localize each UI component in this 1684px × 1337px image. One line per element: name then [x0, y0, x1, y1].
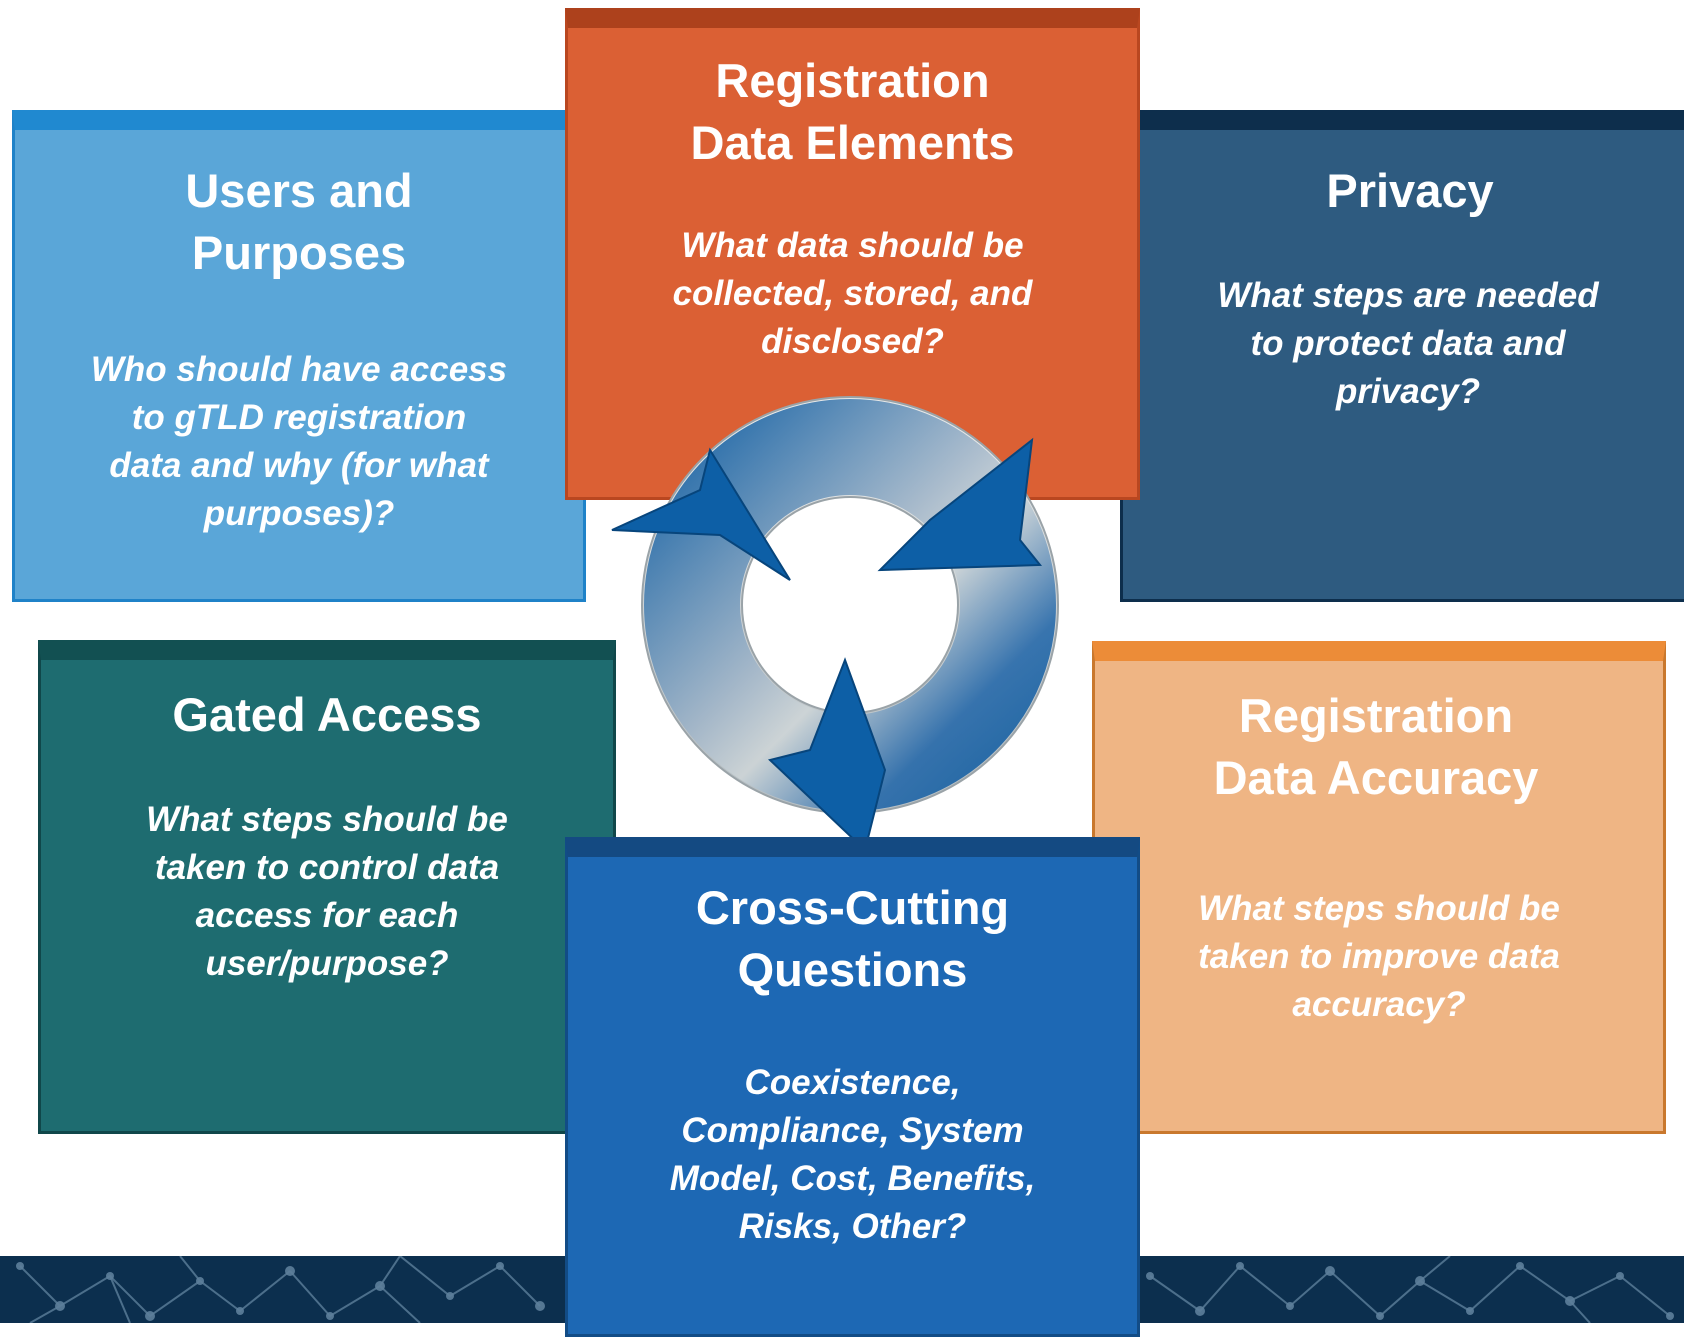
box-title: Cross-Cutting Questions [695, 881, 1010, 996]
box-title: Registration Data Accuracy [1213, 689, 1539, 804]
box-question: Who should have access to gTLD registrat… [90, 350, 508, 533]
box-question: What steps are needed to protect data an… [1217, 276, 1599, 411]
network-pattern [16, 1256, 1674, 1323]
box-question: What steps should be taken to improve da… [1198, 889, 1560, 1024]
box-question: What data should be collected, stored, a… [672, 226, 1033, 361]
box-title: Privacy [1326, 164, 1494, 217]
box-title: Gated Access [172, 688, 482, 741]
box-gated-access: Gated Access What steps should be taken … [38, 640, 616, 1134]
box-question: Coexistence, Compliance, System Model, C… [669, 1063, 1036, 1246]
box-cross-cutting-questions: Cross-Cutting Questions Coexistence, Com… [565, 837, 1140, 1337]
box-question: What steps should be taken to control da… [146, 800, 508, 983]
circular-arrows-icon [611, 396, 1059, 850]
box-title: Registration Data Elements [690, 54, 1015, 169]
box-registration-data-accuracy: Registration Data Accuracy What steps sh… [1092, 641, 1666, 1134]
box-privacy: Privacy What steps are needed to protect… [1120, 110, 1684, 602]
box-users-and-purposes: Users and Purposes Who should have acces… [12, 110, 586, 602]
box-title: Users and Purposes [185, 164, 413, 279]
